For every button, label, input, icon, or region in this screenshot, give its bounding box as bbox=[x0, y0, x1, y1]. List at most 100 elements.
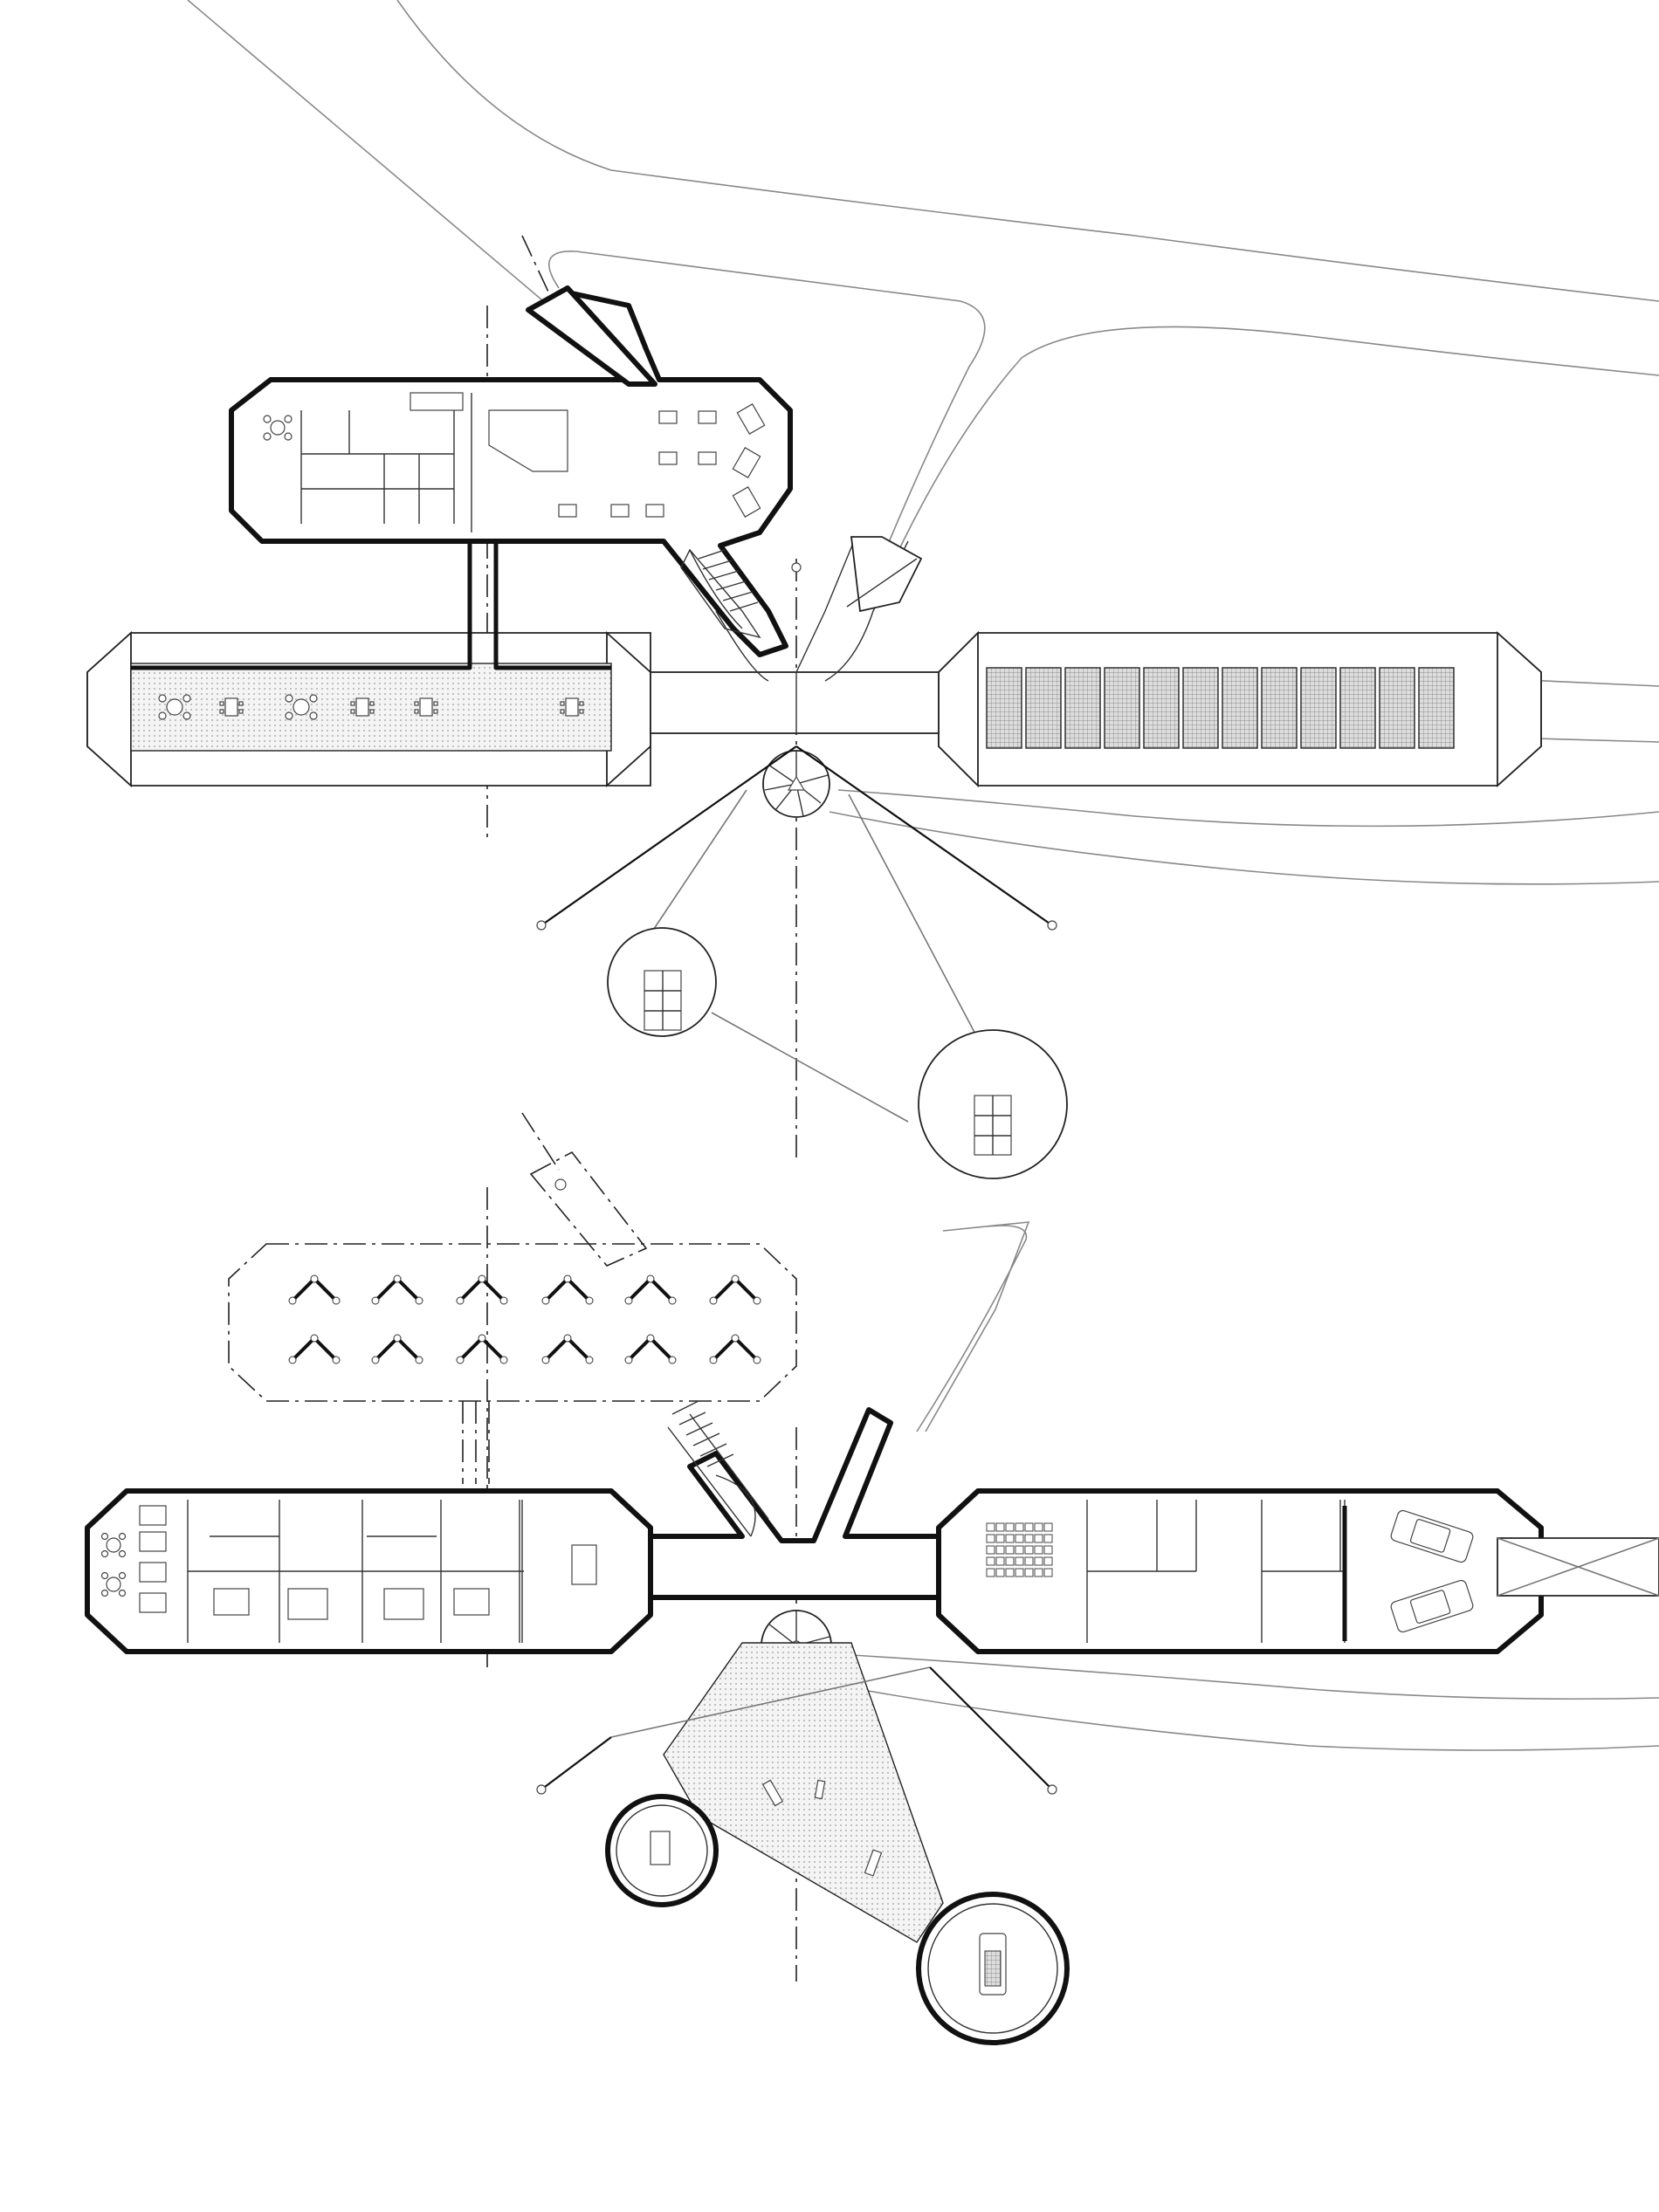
lounger-pairs bbox=[288, 1274, 761, 1364]
lounger-post bbox=[753, 1296, 761, 1305]
lounger-post bbox=[456, 1356, 465, 1364]
seat-icon bbox=[1015, 1545, 1024, 1555]
solar-panel bbox=[1104, 667, 1140, 749]
seat-icon bbox=[1005, 1522, 1015, 1532]
solar-panel bbox=[1143, 667, 1180, 749]
table-icon bbox=[732, 486, 761, 518]
anchor-point bbox=[536, 1784, 547, 1795]
lounger-post bbox=[624, 1356, 633, 1364]
lounger-post bbox=[288, 1356, 297, 1364]
seat-icon bbox=[995, 1568, 1005, 1577]
lounger-post bbox=[563, 1274, 572, 1283]
lounger-post bbox=[332, 1356, 341, 1364]
bar-counter bbox=[488, 409, 568, 472]
seat-icon bbox=[1034, 1545, 1043, 1555]
table-icon bbox=[732, 447, 761, 478]
lounger-post bbox=[478, 1334, 486, 1343]
ramp-to-upper bbox=[850, 536, 923, 613]
lounger-post bbox=[668, 1356, 677, 1364]
lounger-post bbox=[310, 1274, 319, 1283]
table-icon bbox=[571, 1544, 597, 1585]
right-roof-wing bbox=[938, 630, 1542, 788]
seat-icon bbox=[995, 1545, 1005, 1555]
anchor-point bbox=[536, 920, 547, 931]
upper-connector bbox=[131, 541, 611, 670]
cafe-building bbox=[229, 285, 793, 657]
round-table-icon bbox=[285, 694, 318, 720]
solar-panel bbox=[986, 667, 1022, 749]
lounger-post bbox=[624, 1296, 633, 1305]
anchor-point bbox=[1047, 1784, 1057, 1795]
canopy-frame bbox=[228, 1151, 797, 1484]
seat-icon bbox=[1024, 1534, 1034, 1543]
lounger-post bbox=[478, 1274, 486, 1283]
lounger-post bbox=[499, 1296, 508, 1305]
lounger-post bbox=[731, 1334, 740, 1343]
lower-stair bbox=[671, 1400, 756, 1537]
seat-icon bbox=[1034, 1568, 1043, 1577]
seat-icon bbox=[1043, 1534, 1053, 1543]
lounger-post bbox=[541, 1296, 550, 1305]
pod-window-icon bbox=[974, 1095, 1012, 1156]
lounger-post bbox=[585, 1356, 594, 1364]
lounger-post bbox=[456, 1296, 465, 1305]
left-wing-rooms bbox=[187, 1500, 524, 1643]
seat-icon bbox=[1024, 1568, 1034, 1577]
seat-icon bbox=[1005, 1556, 1015, 1566]
solar-panel bbox=[1339, 667, 1376, 749]
seat-icon bbox=[1043, 1545, 1053, 1555]
upper-cables bbox=[536, 562, 1057, 1123]
table-icon bbox=[219, 697, 244, 717]
right-wing-rooms bbox=[1086, 1500, 1347, 1643]
lounger-post bbox=[288, 1296, 297, 1305]
solar-panel bbox=[1025, 667, 1062, 749]
solar-panel bbox=[1261, 667, 1298, 749]
lounger-post bbox=[541, 1356, 550, 1364]
table-icon bbox=[560, 697, 584, 717]
pod-window-icon bbox=[644, 970, 682, 1031]
lounger-post bbox=[731, 1274, 740, 1283]
seat-icon bbox=[1005, 1534, 1015, 1543]
round-table-icon bbox=[263, 415, 293, 441]
solar-panel bbox=[1064, 667, 1101, 749]
telescope-icon bbox=[761, 1779, 883, 1877]
table-icon bbox=[610, 504, 630, 518]
lounger-post bbox=[709, 1296, 718, 1305]
lounger-post bbox=[585, 1296, 594, 1305]
upper-pods bbox=[607, 927, 1068, 1179]
seat-icon bbox=[995, 1522, 1005, 1532]
seat-icon bbox=[1005, 1568, 1015, 1577]
seat-icon bbox=[1015, 1568, 1024, 1577]
solar-panel bbox=[1222, 667, 1258, 749]
seat-icon bbox=[1015, 1534, 1024, 1543]
seat-icon bbox=[995, 1556, 1005, 1566]
seat-icon bbox=[1043, 1522, 1053, 1532]
table-icon bbox=[658, 451, 678, 465]
lounger-post bbox=[393, 1334, 402, 1343]
solar-panel bbox=[1418, 667, 1455, 749]
table-icon bbox=[558, 504, 577, 518]
car-icon bbox=[1390, 1509, 1474, 1563]
upper-spiral-stair bbox=[762, 750, 830, 818]
upper-bridge bbox=[650, 671, 940, 734]
lounger-post bbox=[646, 1274, 655, 1283]
telescope-icon bbox=[979, 1933, 1007, 1996]
auditorium-seating bbox=[986, 1522, 1053, 1577]
table-icon bbox=[736, 403, 766, 435]
lounger-post bbox=[668, 1296, 677, 1305]
seat-icon bbox=[1043, 1568, 1053, 1577]
left-roof-wing bbox=[86, 630, 651, 788]
bed-icon bbox=[453, 1588, 490, 1616]
upper-level-plan bbox=[86, 285, 1542, 1179]
lounger-post bbox=[415, 1356, 423, 1364]
seat-icon bbox=[1043, 1556, 1053, 1566]
solar-panels bbox=[986, 667, 1455, 749]
lounger-post bbox=[646, 1334, 655, 1343]
seat-icon bbox=[986, 1556, 995, 1566]
kitchen-counter bbox=[410, 392, 464, 411]
table-icon bbox=[350, 697, 375, 717]
seat-icon bbox=[1034, 1534, 1043, 1543]
seat-icon bbox=[1024, 1545, 1034, 1555]
lounger-post bbox=[393, 1274, 402, 1283]
